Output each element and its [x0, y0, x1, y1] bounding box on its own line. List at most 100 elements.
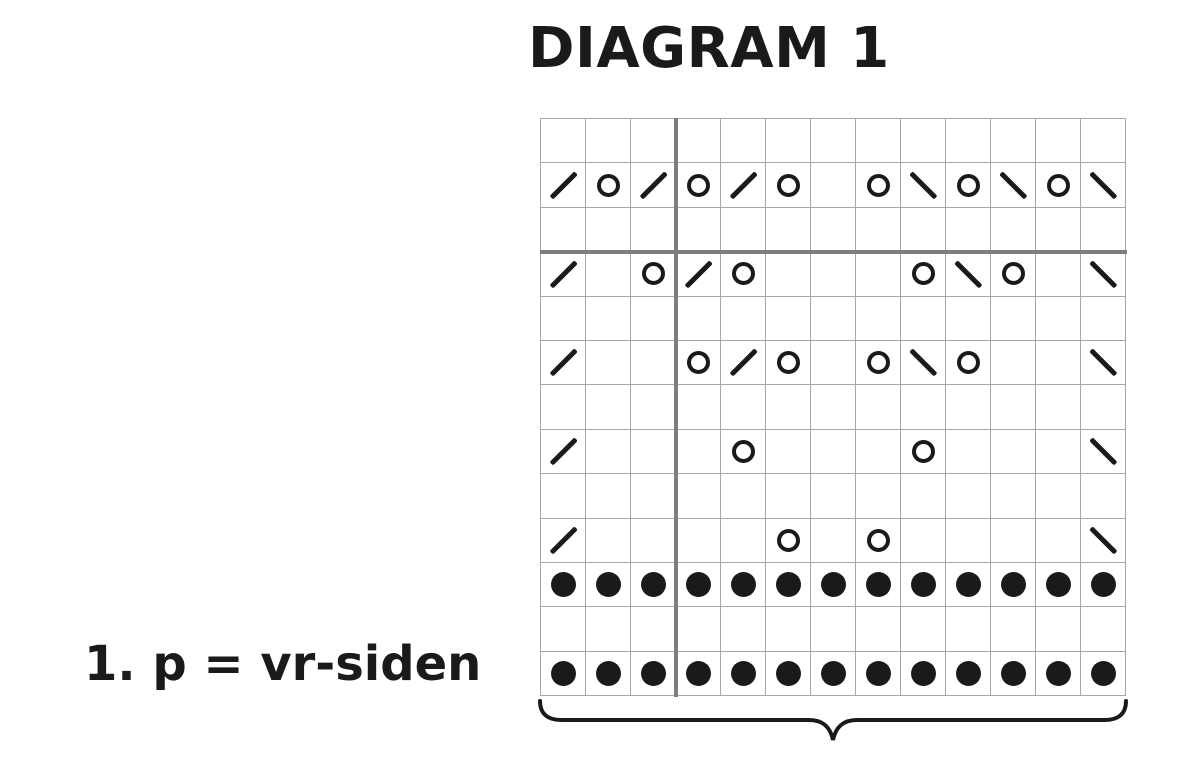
grid-cell [766, 207, 811, 253]
grid-cell [541, 252, 586, 297]
grid-cell [631, 518, 676, 563]
grid-cell [766, 119, 811, 164]
grid-cell [766, 518, 811, 563]
grid-cell [631, 207, 676, 253]
grid-cell [1036, 607, 1081, 652]
filled-dot-icon [910, 572, 936, 598]
grid-cell [541, 340, 586, 386]
circle-icon [731, 439, 755, 463]
grid-cell [901, 163, 946, 208]
grid-cell [586, 474, 631, 519]
grid-cell [586, 607, 631, 652]
grid-cell [676, 252, 721, 297]
grid-cell [586, 385, 631, 430]
filled-dot-icon [1090, 572, 1116, 598]
grid-cell [586, 163, 631, 208]
grid-cell [1081, 207, 1126, 253]
grid-cell [1081, 252, 1126, 297]
slash-icon [684, 259, 712, 288]
grid-cell [901, 607, 946, 652]
grid-cell [631, 296, 676, 341]
grid-cell [811, 340, 856, 386]
filled-dot-icon [910, 660, 936, 686]
backslash-icon [1089, 526, 1117, 555]
circle-icon [641, 262, 665, 286]
grid-cell [541, 385, 586, 430]
grid-cell [721, 651, 766, 697]
repeat-brace [538, 699, 1128, 741]
filled-dot-icon [1000, 660, 1026, 686]
slash-icon [549, 526, 577, 555]
grid-cell [586, 252, 631, 297]
grid-cell [766, 163, 811, 208]
backslash-icon [999, 171, 1027, 200]
circle-icon [911, 262, 935, 286]
grid-cell [946, 429, 991, 475]
grid-cell [811, 385, 856, 430]
filled-dot-icon [550, 660, 576, 686]
grid-cell [676, 518, 721, 563]
grid-cell [1036, 518, 1081, 563]
grid-cell [1081, 296, 1126, 341]
grid-cell [856, 429, 901, 475]
grid-cell [1036, 207, 1081, 253]
grid-cell [901, 385, 946, 430]
row-note-label: 1. p = vr-siden [84, 636, 482, 692]
grid-cell [946, 163, 991, 208]
grid-cell [991, 651, 1036, 697]
grid-cell [1081, 340, 1126, 386]
filled-dot-icon [1045, 572, 1071, 598]
circle-icon [731, 262, 755, 286]
grid-cell [676, 163, 721, 208]
filled-dot-icon [640, 660, 666, 686]
circle-icon [866, 351, 890, 375]
grid-cell [586, 562, 631, 608]
grid-cell [721, 163, 766, 208]
backslash-icon [1089, 348, 1117, 377]
backslash-icon [954, 259, 982, 288]
grid-cell [946, 474, 991, 519]
grid-cell [676, 119, 721, 164]
filled-dot-icon [595, 572, 621, 598]
grid-cell [811, 518, 856, 563]
grid-cell [631, 562, 676, 608]
grid-cell [811, 607, 856, 652]
filled-dot-icon [955, 660, 981, 686]
filled-dot-icon [685, 660, 711, 686]
slash-icon [549, 259, 577, 288]
grid-cell [721, 474, 766, 519]
grid-cell [541, 607, 586, 652]
grid-cell [631, 385, 676, 430]
filled-dot-icon [1045, 660, 1071, 686]
grid-cell [811, 562, 856, 608]
grid-cell [1081, 651, 1126, 697]
backslash-icon [909, 348, 937, 377]
grid-cell [991, 607, 1036, 652]
grid-cell [991, 518, 1036, 563]
grid-cell [946, 340, 991, 386]
grid-cell [676, 207, 721, 253]
grid-cell [631, 340, 676, 386]
grid-cell [631, 474, 676, 519]
grid-cell [541, 163, 586, 208]
grid-cell [901, 518, 946, 563]
brace-path [538, 699, 1128, 741]
grid-cell [1081, 385, 1126, 430]
grid-cell [811, 252, 856, 297]
circle-icon [866, 173, 890, 197]
circle-icon [1001, 262, 1025, 286]
grid-cell [1036, 562, 1081, 608]
grid-cell [811, 651, 856, 697]
circle-icon [776, 528, 800, 552]
grid-cell [901, 296, 946, 341]
grid-cell [991, 163, 1036, 208]
grid-cell [586, 651, 631, 697]
grid-cell [676, 562, 721, 608]
slash-icon [729, 348, 757, 377]
filled-dot-icon [865, 572, 891, 598]
grid-cell [1036, 474, 1081, 519]
circle-icon [911, 439, 935, 463]
grid-cell [856, 518, 901, 563]
grid-cell [991, 119, 1036, 164]
